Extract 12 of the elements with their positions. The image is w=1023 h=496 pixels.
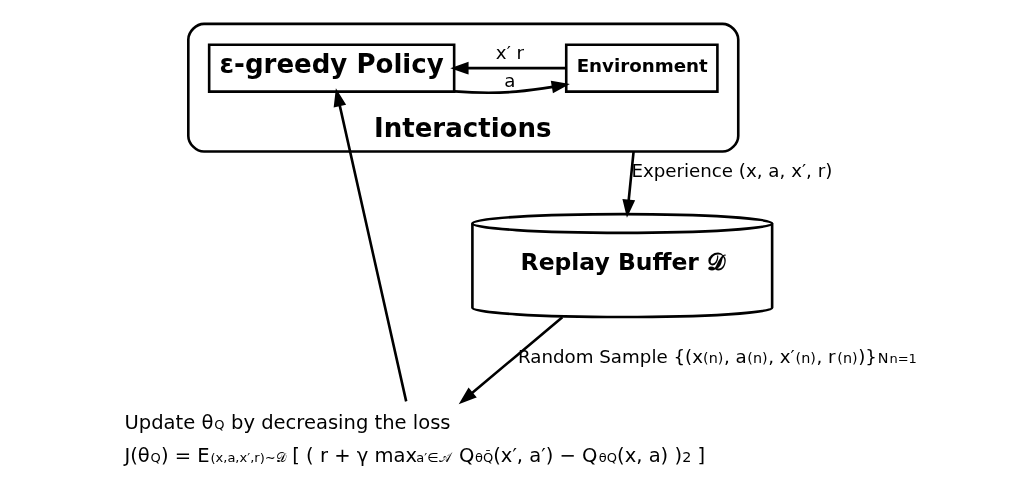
- arrow: [622, 151, 636, 218]
- arrow: [454, 80, 570, 95]
- edge-label: Experience (x, a, x′, r): [631, 159, 833, 181]
- node-text: Update θQ by decreasing the loss J(θQ) = E(x,a,x′,r)∼𝒟 [ ( r + γ maxa′∈𝒜 QθQ̄(x′, a′) − QθQ(x, a) )2 ]: [124, 411, 706, 467]
- arrow: [450, 61, 567, 75]
- edge-label: a: [504, 69, 516, 91]
- node-box: Environment: [564, 43, 719, 93]
- node-box: ε-greedy Policy: [207, 43, 456, 93]
- edge-label: Random Sample {(x(n), a(n), x′(n), r(n))}Nn=1: [518, 345, 917, 367]
- edge-label: x′ r: [495, 42, 525, 64]
- arrow: [333, 88, 408, 402]
- arrow: [458, 316, 564, 405]
